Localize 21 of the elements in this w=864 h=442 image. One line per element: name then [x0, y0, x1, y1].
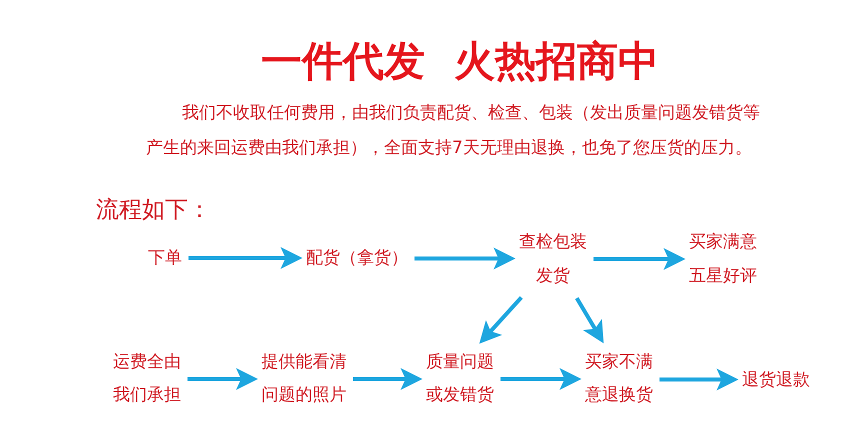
section-heading: 流程如下：: [96, 197, 211, 225]
arrow: [414, 248, 516, 270]
description-text: 我们不收取任何费用，由我们负责配货、检查、包装（发出质量问题发错货等产生的来回运费由我们承担），全面支持7天无理由退换，也免了您压货的压力。: [146, 102, 761, 160]
step-text: 提供能看清问题的照片: [261, 346, 347, 412]
step-text: 买家不满意退换货: [584, 346, 654, 412]
arrow: [353, 368, 422, 390]
step-text: 买家满意五星好评: [688, 225, 758, 293]
step-text: 退货退款: [742, 364, 810, 396]
arrow: [188, 247, 302, 269]
arrow: [188, 368, 258, 390]
step-text: 质量问题或发错货: [426, 346, 494, 412]
title: 一件代发 火热招商中: [261, 37, 659, 86]
arrow: [500, 368, 582, 390]
arrow: [479, 296, 523, 344]
arrow: [594, 248, 686, 270]
step-text: 运费全由我们承担: [112, 346, 182, 412]
arrow: [575, 297, 604, 344]
step-text: 配货（拿货）: [306, 241, 408, 275]
step-text: 查检包装发货: [518, 225, 588, 293]
step-text: 下单: [148, 241, 182, 275]
arrow: [660, 368, 738, 390]
